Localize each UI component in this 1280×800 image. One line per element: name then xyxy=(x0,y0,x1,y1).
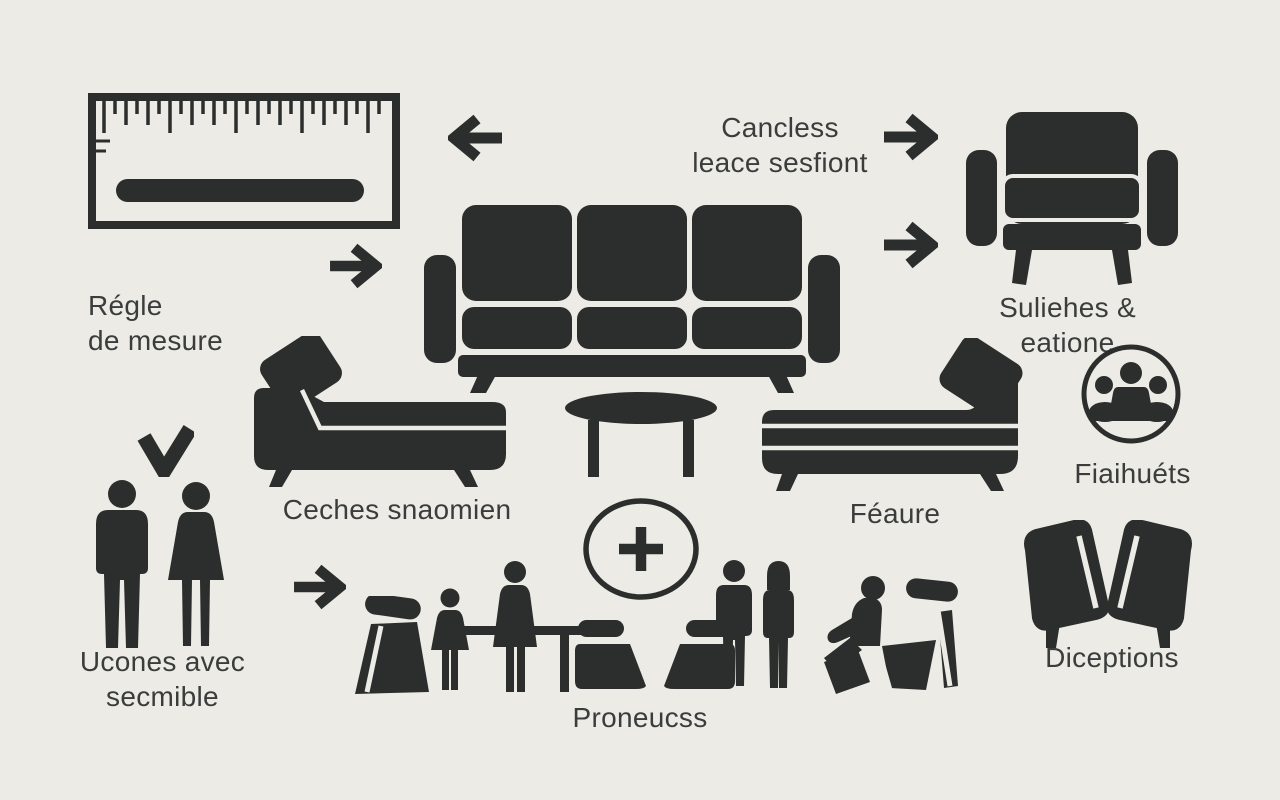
sofa-caption-line1: Cancless xyxy=(721,112,839,143)
ruler-label: Régle de mesure xyxy=(88,288,318,358)
arrow-right-icon-3 xyxy=(328,242,382,290)
reclining-person-icon xyxy=(818,566,966,698)
tilted-seat-icon xyxy=(355,596,441,698)
arrow-right-icon-1 xyxy=(882,112,938,162)
checkmark-icon xyxy=(136,425,194,477)
figures-circle-icon xyxy=(1080,343,1182,445)
figures-badge-label: Fiaihuéts xyxy=(1074,458,1191,489)
girl-icon xyxy=(423,588,477,692)
sofa-icon xyxy=(424,205,840,393)
woman-at-table-icon xyxy=(485,561,545,693)
chaise-right-icon xyxy=(752,338,1034,492)
angled-chairs-label: Diceptions xyxy=(1045,642,1179,673)
couple-label-line2: secmible xyxy=(106,681,219,712)
ruler-label-line1: Régle xyxy=(88,290,163,321)
sofa-caption-line2: leace sesfiont xyxy=(692,147,868,178)
couple-icon xyxy=(84,480,234,652)
arrow-left-icon xyxy=(448,113,504,163)
scene-label: Proneucss xyxy=(572,702,708,733)
angled-chairs-icon xyxy=(1016,520,1200,656)
ruler-icon xyxy=(88,93,400,229)
ruler-label-line2: de mesure xyxy=(88,325,223,356)
standing-pair-icon xyxy=(712,560,806,690)
chaise-left-label: Ceches snaomien xyxy=(282,494,512,525)
arrow-right-icon-2 xyxy=(882,220,938,270)
armchair-label: Suliehes & eatione xyxy=(999,292,1136,358)
sofa-caption: Cancless leace sesfiont xyxy=(640,110,920,180)
couple-label: Ucones avec secmible xyxy=(55,644,270,714)
facing-seats-icon xyxy=(572,620,738,692)
chaise-right-label: Féaure xyxy=(849,498,941,529)
couple-label-line1: Ucones avec xyxy=(79,646,246,677)
chaise-left-icon xyxy=(248,336,524,488)
armchair-icon xyxy=(966,112,1178,287)
plus-circle-icon xyxy=(582,497,700,601)
arrow-right-icon-4 xyxy=(292,563,346,611)
round-table-icon xyxy=(563,392,719,478)
